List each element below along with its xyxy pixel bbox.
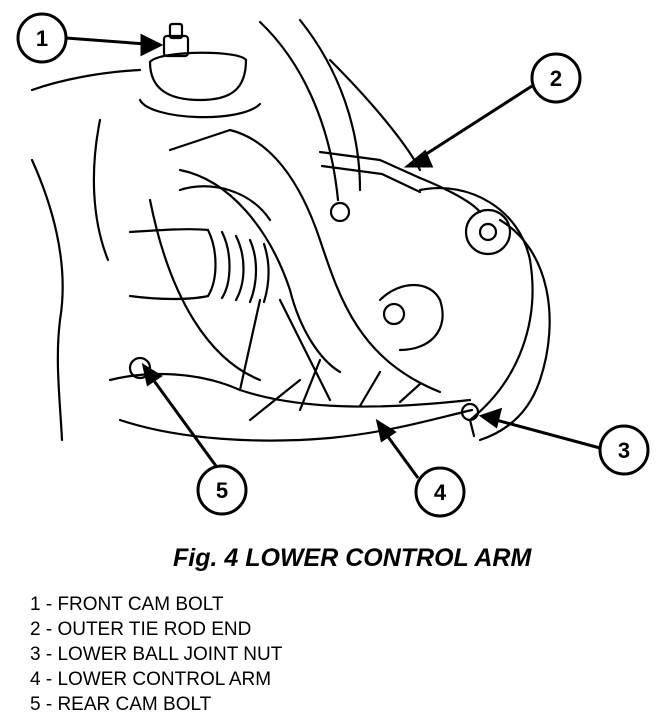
figure-caption: Fig. 4 LOWER CONTROL ARM	[173, 544, 532, 572]
callout-3: 3	[598, 424, 650, 476]
svg-text:3: 3	[618, 438, 630, 463]
legend-item: 2 - OUTER TIE ROD END	[30, 619, 252, 640]
legend-item: 3 - LOWER BALL JOINT NUT	[30, 644, 283, 665]
legend-item: 1 - FRONT CAM BOLT	[30, 594, 224, 615]
callout-5: 5	[196, 464, 248, 516]
callout-2: 2	[530, 52, 582, 104]
svg-text:4: 4	[434, 480, 447, 505]
vehicle-frame	[30, 18, 422, 442]
legend: 1 - FRONT CAM BOLT 2 - OUTER TIE ROD END…	[30, 592, 282, 717]
cv-boot	[128, 185, 272, 304]
svg-text:5: 5	[216, 478, 228, 503]
steering-knuckle	[378, 187, 551, 442]
strut-mount	[138, 22, 262, 119]
svg-text:2: 2	[550, 66, 562, 91]
leader-lines	[65, 33, 601, 479]
legend-item: 5 - REAR CAM BOLT	[30, 694, 212, 715]
lower-control-arm-illustration: 1 2 3 4 5	[16, 12, 650, 518]
tie-rod	[318, 150, 482, 214]
callout-1: 1	[16, 12, 68, 64]
callout-4: 4	[414, 466, 466, 518]
legend-item: 4 - LOWER CONTROL ARM	[30, 669, 272, 690]
svg-text:1: 1	[36, 26, 48, 51]
